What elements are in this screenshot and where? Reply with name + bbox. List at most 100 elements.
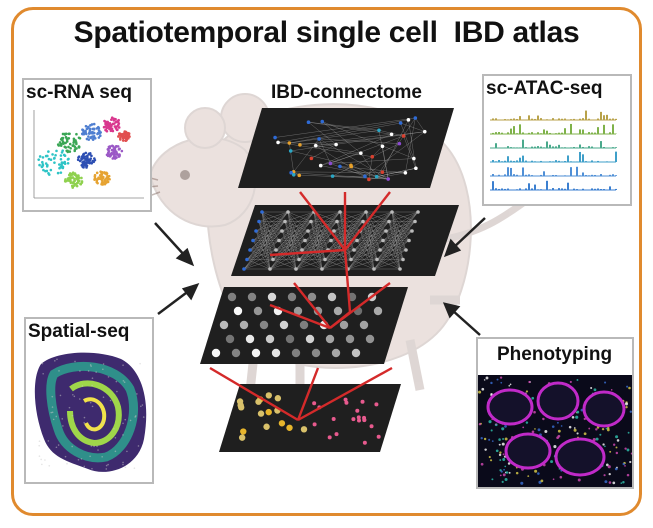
phenotyping-cell [627,431,630,434]
network-node [277,238,281,243]
spatial-speckle-dot [91,377,94,379]
atac-peak [507,132,509,134]
spatial-speckle-dot [79,370,81,372]
spatial-speckle-dot [136,393,138,395]
umap-cell-dot [104,181,107,185]
spatial-panel [24,317,154,484]
connectome-edge [319,138,400,144]
spatial-speckle-dot [77,458,80,461]
umap-cell-dot [105,153,109,157]
umap-cell-dot [95,171,99,175]
umap-cell-dot [87,138,91,141]
atac-peak [546,141,548,148]
phenotyping-cell [588,427,591,430]
spatial-speckle-dot [38,455,41,457]
umap-cell-dot [91,137,95,141]
spatial-speckle-dot [122,434,124,436]
spatial-speckle-dot [89,364,92,366]
spatial-speckle-dot [71,445,73,448]
umap-cell-dot [57,163,61,166]
atac-peak [570,147,572,148]
atac-peak [531,132,533,134]
atac-peak [528,115,530,120]
connectome-node [313,143,318,148]
umap-cell-dot [90,131,93,135]
atac-peak [579,151,581,162]
umap-cell-dot [117,126,121,129]
umap-cell-dot [110,118,113,121]
umap-cell-dot [110,123,113,127]
umap-cell-dot [100,171,104,174]
network-edge [272,211,315,260]
spatial-speckle-dot [83,465,86,468]
phenotyping-cell [488,455,491,459]
atac-peak [567,155,569,162]
connectome-node [309,156,314,161]
connectome-graph [273,116,427,182]
atac-peak [576,147,578,148]
atac-peak [510,167,512,176]
connectome-node [330,174,335,178]
atac-peak [600,111,602,120]
umap-cell-dot [60,151,64,154]
umap-cell-dot [47,150,50,153]
connectome-node [367,177,371,182]
atac-peak [561,188,563,190]
atac-peak [564,188,566,190]
network-node [300,248,304,252]
atac-peak [531,188,533,190]
connectome-edge [293,171,406,174]
spatial-speckle-dot [96,445,98,448]
atac-peak [492,160,494,162]
arrow-icon [154,222,195,267]
phenotyping-cell [626,385,629,388]
spatial-speckle-dot [115,380,118,383]
phenotyping-cell [575,415,579,419]
umap-cell-dot [78,159,82,163]
network-edge [269,230,309,270]
network-edge [301,211,341,251]
atac-peak [540,118,542,120]
atac-peak [600,189,602,190]
umap-cell-dot [74,140,78,144]
phenotyping-cell [590,386,593,390]
spatial-speckle-dot [44,459,46,461]
cluster-dot [312,422,317,427]
cluster-dot [286,424,293,431]
atac-peak [513,160,515,162]
phenotyping-cell [615,446,618,449]
umap-cell-dot [111,157,115,160]
umap-cell-dot [81,163,85,167]
umap-cell-dot [38,155,42,158]
umap-cell-dot [88,153,92,156]
atac-peak [507,146,509,148]
umap-cell-dot [85,127,89,131]
connectome-edge [322,121,361,154]
umap-cell-dot [69,146,72,150]
atac-peak [588,175,590,176]
umap-cell-dot [66,150,70,154]
cluster-dot [362,415,367,420]
network-node [257,219,261,224]
umap-cell-dot [67,145,70,149]
umap-cell-dot [114,153,118,156]
atac-peak [504,188,506,190]
arrow-icon [442,302,481,336]
atac-peak [582,154,584,162]
umap-cell-dot [96,181,99,185]
atac-peak [609,186,611,190]
umap-cell-dot [72,137,76,141]
network-edge [347,221,390,270]
atac-peak [567,182,569,190]
spatial-speckle-dot [113,428,115,430]
atac-peak [612,147,614,148]
connectome-edge [368,156,373,180]
umap-cell-dot [104,120,108,124]
umap-cell-dot [87,160,91,163]
connectome-node [318,163,323,168]
spatial-spot [265,334,275,344]
phenotyping-cell [573,427,576,429]
network-node [404,248,408,252]
phenotyping-cell [531,430,535,434]
connectome-edge [299,134,392,146]
